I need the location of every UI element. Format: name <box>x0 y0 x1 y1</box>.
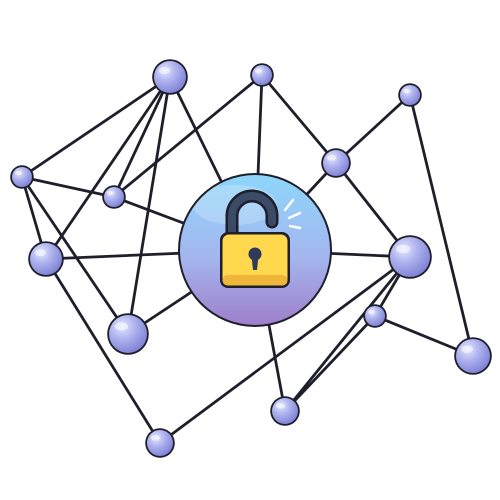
network-edge <box>283 314 377 413</box>
network-edge <box>44 75 172 261</box>
network-node <box>363 304 387 328</box>
network-node <box>321 148 351 178</box>
network-edge <box>112 75 172 199</box>
network-edge <box>408 93 475 358</box>
network-edge <box>44 257 162 445</box>
network-edge <box>112 73 264 199</box>
network-edge <box>334 93 412 165</box>
network-node <box>388 235 432 279</box>
network-edge <box>20 75 172 179</box>
network-node <box>270 396 300 426</box>
network-edge <box>260 73 338 165</box>
network-node <box>152 59 188 95</box>
unlocked-padlock-icon <box>220 189 302 288</box>
network-node <box>107 313 149 355</box>
network-node <box>10 165 34 189</box>
network-node <box>145 428 175 458</box>
network-edge <box>158 255 412 445</box>
network-node <box>28 241 64 277</box>
network-edge <box>20 175 130 336</box>
network-nodes <box>10 59 492 458</box>
network-node <box>454 337 492 375</box>
network-edge <box>20 175 116 199</box>
network-node <box>102 185 126 209</box>
network-edge <box>283 255 412 413</box>
network-node <box>250 63 274 87</box>
network-node <box>398 83 422 107</box>
network-edge <box>126 75 172 336</box>
